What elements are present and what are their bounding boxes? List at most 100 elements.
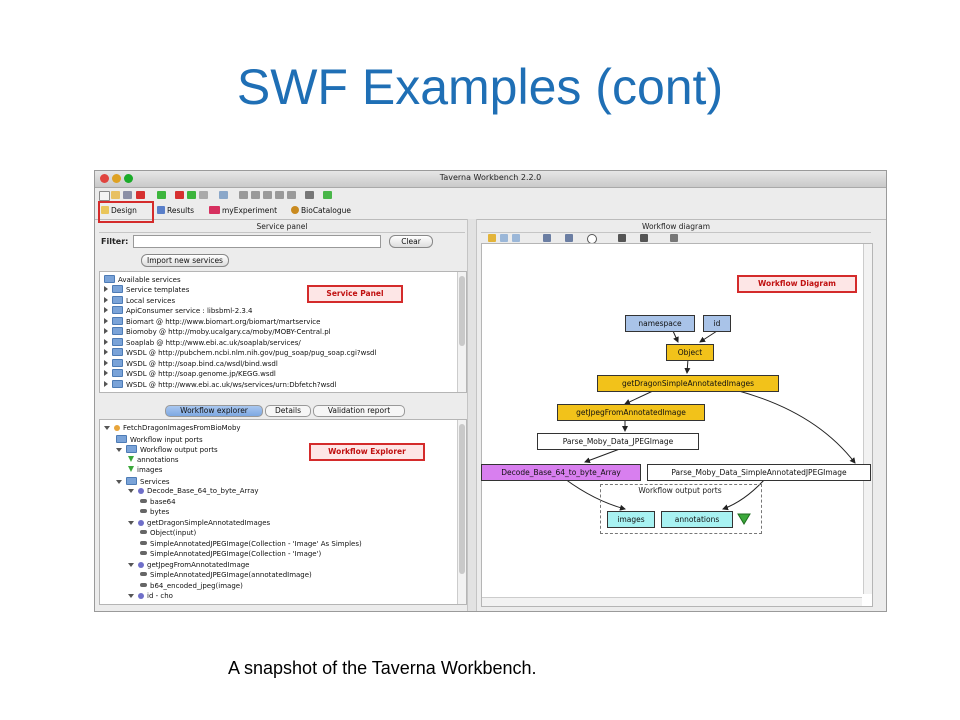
expand-arrow-icon[interactable] (104, 370, 108, 376)
expand-arrow-icon[interactable] (128, 489, 134, 493)
clear-button[interactable]: Clear (389, 235, 433, 248)
service-scroll-thumb[interactable] (459, 276, 465, 346)
service-scrollbar[interactable] (457, 272, 466, 392)
service-root[interactable]: Available services (104, 275, 181, 285)
horizontal-layout-icon[interactable] (565, 234, 573, 242)
explorer-item[interactable]: getJpegFromAnnotatedImage (128, 561, 250, 570)
save-diagram-icon[interactable] (670, 234, 678, 242)
filter-input[interactable] (133, 235, 381, 248)
cut-icon[interactable] (263, 191, 272, 199)
undo-icon[interactable] (239, 191, 248, 199)
service-item[interactable]: WSDL @ http://www.ebi.ac.uk/ws/services/… (104, 379, 336, 390)
explorer-item[interactable]: SimpleAnnotatedJPEGImage(Collection - 'I… (140, 540, 362, 549)
explorer-item[interactable]: Workflow input ports (116, 434, 203, 445)
copy-icon[interactable] (275, 191, 284, 199)
node-decode-base64[interactable]: Decode_Base_64_to_byte_Array (481, 464, 641, 481)
expand-arrow-icon[interactable] (104, 328, 108, 334)
explorer-item[interactable]: b64_encoded_jpeg(image) (140, 582, 243, 591)
explorer-scrollbar[interactable] (457, 420, 466, 604)
expand-arrow-icon[interactable] (104, 307, 108, 313)
expand-arrow-icon[interactable] (104, 359, 108, 366)
node-annotations-output[interactable]: annotations (661, 511, 733, 528)
expand-arrow-icon[interactable] (104, 286, 108, 292)
expand-arrow-icon[interactable] (104, 380, 108, 387)
new-workflow-icon[interactable] (99, 191, 110, 201)
tool-icon[interactable] (199, 191, 208, 199)
zoom-icon[interactable] (500, 234, 508, 242)
explorer-item[interactable]: Workflow output ports (116, 445, 218, 455)
open-workflow-icon[interactable] (111, 191, 120, 199)
workflow-diagram-canvas[interactable] (481, 243, 873, 607)
expand-arrow-icon[interactable] (128, 520, 134, 525)
node-object[interactable]: Object (666, 344, 714, 361)
explorer-item[interactable]: id - cho (128, 592, 173, 601)
perspective-results-button[interactable]: Results (157, 205, 194, 217)
import-services-button[interactable]: Import new services (141, 254, 229, 267)
expand-arrow-icon[interactable] (104, 317, 108, 324)
perspective-biocatalogue-button[interactable]: BioCatalogue (291, 205, 351, 217)
node-get-dragon-images[interactable]: getDragonSimpleAnnotatedImages (597, 375, 779, 392)
diagram-scrollbar-v[interactable] (863, 244, 872, 594)
preferences-icon[interactable] (219, 191, 228, 199)
perspective-design-button[interactable]: Design (101, 205, 137, 217)
paste-icon[interactable] (287, 191, 296, 199)
node-images-output[interactable]: images (607, 511, 655, 528)
node-parse-jpeg[interactable]: Parse_Moby_Data_JPEGImage (537, 433, 699, 450)
explorer-item[interactable]: Object(input) (140, 529, 196, 538)
node-id[interactable]: id (703, 315, 731, 332)
explorer-item[interactable]: getDragonSimpleAnnotatedImages (128, 519, 270, 528)
service-item[interactable]: ApiConsumer service : libsbml-2.3.4 (104, 306, 253, 316)
explorer-item[interactable]: Services (116, 476, 170, 487)
service-item[interactable]: Local services (104, 295, 175, 306)
zoom-window-button[interactable] (124, 174, 133, 183)
move-down-icon[interactable] (187, 191, 196, 199)
refresh-icon[interactable] (323, 191, 332, 199)
tab-details[interactable]: Details (265, 405, 311, 417)
service-item[interactable]: Biomoby @ http://moby.ucalgary.ca/moby/M… (104, 327, 331, 337)
expand-arrow-icon[interactable] (104, 349, 108, 355)
service-item[interactable]: WSDL @ http://soap.bind.ca/wsdl/bind.wsd… (104, 358, 278, 369)
explorer-item[interactable]: Decode_Base_64_to_byte_Array (128, 487, 259, 496)
node-namespace[interactable]: namespace (625, 315, 695, 332)
explorer-item[interactable]: bytes (140, 508, 169, 517)
expand-arrow-icon[interactable] (104, 296, 108, 303)
expand-arrow-icon[interactable] (104, 338, 108, 345)
close-window-button[interactable] (100, 174, 109, 183)
perspective-myexperiment-button[interactable]: myExperiment (209, 205, 277, 217)
zoom-out-icon[interactable] (512, 234, 520, 242)
zoom-in-icon[interactable] (488, 234, 496, 242)
node-parse-simple[interactable]: Parse_Moby_Data_SimpleAnnotatedJPEGImage (647, 464, 871, 481)
explorer-item[interactable]: FetchDragonImagesFromBioMoby (104, 424, 241, 433)
move-up-icon[interactable] (175, 191, 184, 199)
expand-arrow-icon[interactable] (128, 594, 134, 598)
redo-icon[interactable] (251, 191, 260, 199)
diagram-scrollbar-h[interactable] (482, 597, 862, 606)
explorer-item[interactable]: SimpleAnnotatedJPEGImage(Collection - 'I… (140, 550, 321, 559)
expand-arrow-icon[interactable] (104, 426, 110, 430)
close-workflow-icon[interactable] (136, 191, 145, 199)
vertical-layout-icon[interactable] (543, 234, 551, 242)
minimize-window-button[interactable] (112, 174, 121, 183)
service-item[interactable]: Biomart @ http://www.biomart.org/biomart… (104, 316, 320, 327)
run-workflow-icon[interactable] (157, 191, 166, 199)
expand-icon[interactable] (618, 234, 626, 242)
explorer-item[interactable]: SimpleAnnotatedJPEGImage(annotatedImage) (140, 571, 312, 580)
service-item[interactable]: Soaplab @ http://www.ebi.ac.uk/soaplab/s… (104, 337, 301, 348)
delete-icon[interactable] (305, 191, 314, 199)
service-item[interactable]: WSDL @ http://soap.genome.jp/KEGG.wsdl (104, 369, 276, 379)
tab-validation-report[interactable]: Validation report (313, 405, 405, 417)
explorer-item[interactable]: annotations (128, 455, 179, 465)
tab-workflow-explorer[interactable]: Workflow explorer (165, 405, 263, 417)
explorer-scroll-thumb[interactable] (459, 424, 465, 574)
expand-arrow-icon[interactable] (128, 562, 134, 567)
panel-splitter[interactable] (467, 219, 477, 611)
save-workflow-icon[interactable] (123, 191, 132, 199)
service-item[interactable]: Service templates (104, 285, 189, 295)
expand-arrow-icon[interactable] (116, 479, 122, 484)
explorer-item[interactable]: images (128, 466, 162, 475)
expand-arrow-icon[interactable] (116, 448, 122, 452)
service-item[interactable]: WSDL @ http://pubchem.ncbi.nlm.nih.gov/p… (104, 348, 376, 358)
explorer-item[interactable]: base64 (140, 498, 176, 507)
node-get-jpeg[interactable]: getJpegFromAnnotatedImage (557, 404, 705, 421)
fit-icon[interactable] (640, 234, 648, 242)
